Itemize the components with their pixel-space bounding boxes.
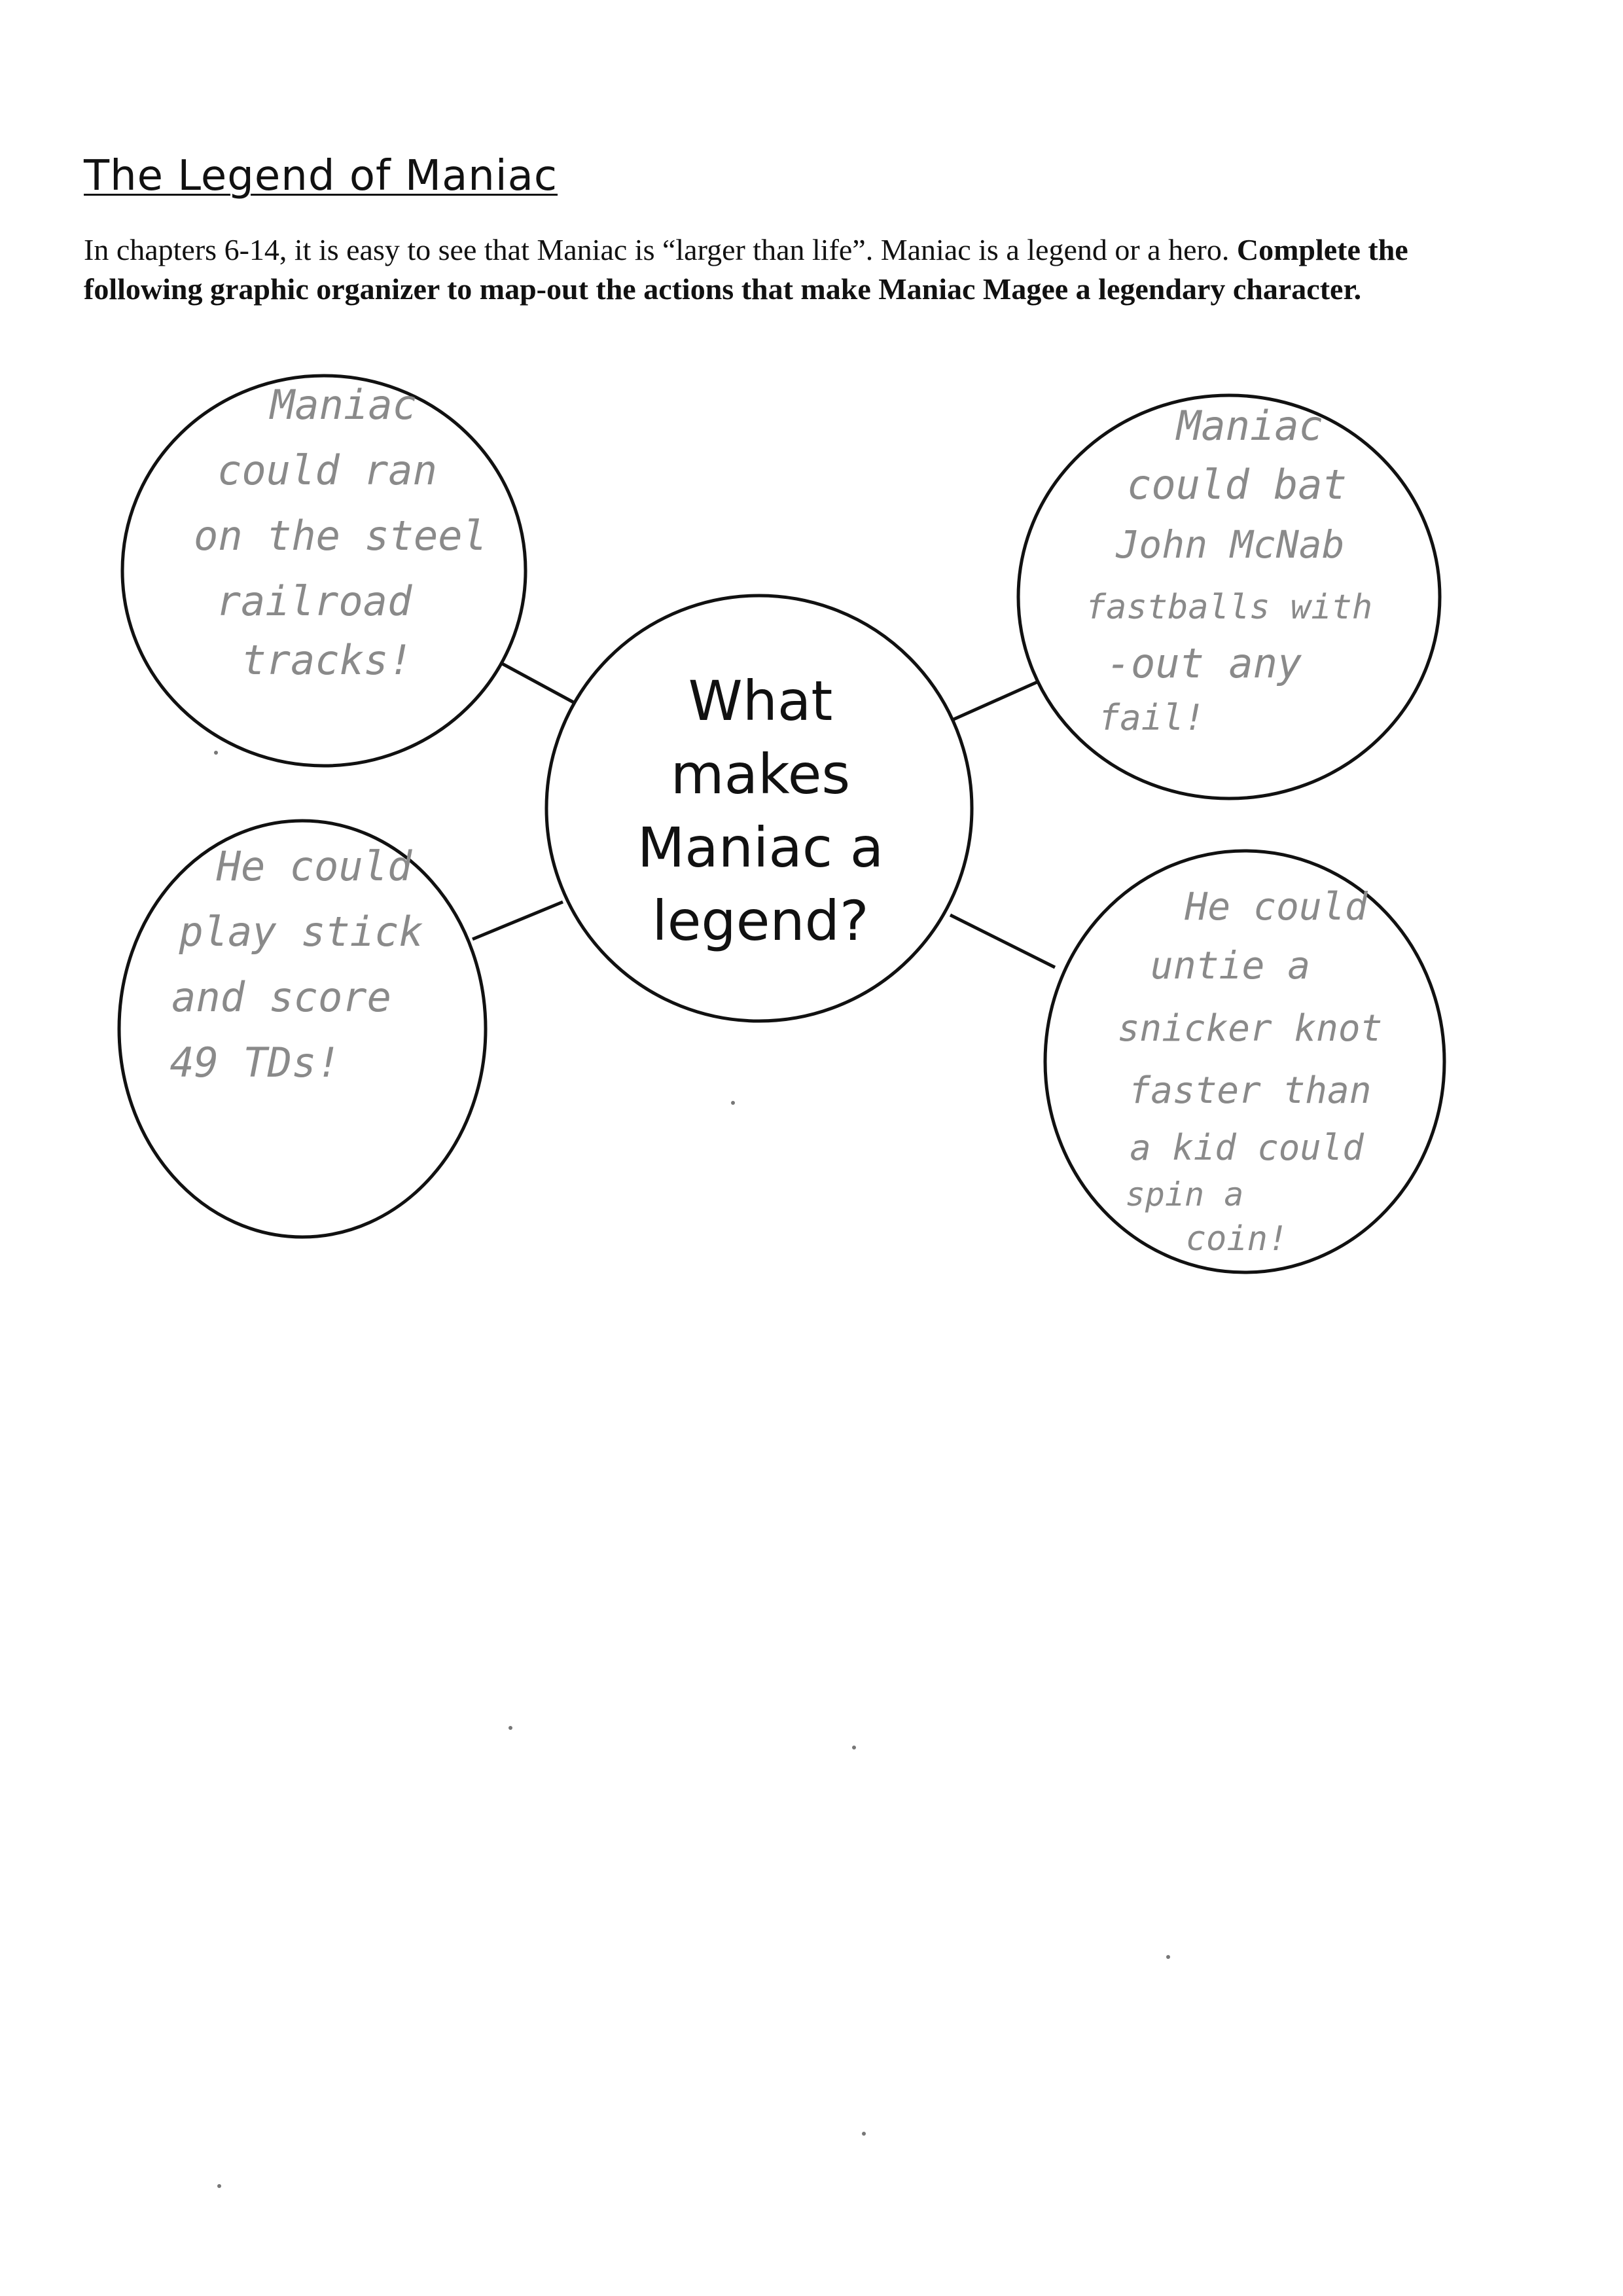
answer-bottom-right-line-5: a kid could (1130, 1127, 1364, 1168)
answer-top-left-line-5: tracks! (241, 636, 412, 684)
answer-bottom-left-line-4: 49 TDs! (169, 1039, 340, 1086)
answer-top-left-line-3: on the steel (194, 512, 487, 560)
instructions: In chapters 6-14, it is easy to see that… (84, 230, 1491, 309)
scan-speck (217, 2184, 221, 2188)
answer-top-right-line-2: could bat (1127, 461, 1347, 509)
answer-bottom-left-line-3: and score (171, 973, 391, 1021)
scan-speck (731, 1101, 735, 1105)
answer-top-left-line-2: could ran (217, 446, 437, 494)
answer-top-right-line-5: -out any (1107, 639, 1302, 687)
answer-bottom-left-line-2: play stick (178, 908, 423, 956)
answer-circle-bottom-left (117, 819, 488, 1239)
answer-bottom-right-line-6: spin a (1126, 1175, 1244, 1213)
center-line-3: Maniac a (637, 816, 883, 880)
instructions-text: In chapters 6-14, it is easy to see that… (84, 233, 1237, 266)
scan-speck (214, 751, 218, 755)
answer-bottom-right-line-4: faster than (1129, 1069, 1372, 1112)
answer-top-right-line-4: fastballs with (1086, 588, 1372, 627)
answer-bottom-right-line-2: untie a (1150, 943, 1310, 988)
connector-bottom-right (949, 913, 1056, 969)
answer-bottom-right-line-7: coin! (1186, 1219, 1289, 1259)
answer-top-right-line-3: John McNab (1115, 522, 1344, 567)
center-line-4: legend? (652, 889, 868, 953)
answer-circle-bottom-right (1043, 849, 1446, 1274)
answer-top-left-line-4: railroad (217, 577, 412, 625)
page-title: The Legend of Maniac (84, 152, 558, 200)
center-circle (544, 594, 974, 1023)
answer-circle-top-right (1016, 393, 1442, 800)
center-line-2: makes (671, 742, 850, 806)
answer-bottom-left-line-1: He could (216, 842, 412, 890)
answer-top-right-line-1: Maniac (1175, 402, 1323, 450)
answer-top-left-line-1: Maniac (269, 381, 417, 429)
scan-speck (508, 1726, 512, 1730)
answer-bottom-right-line-3: snicker knot (1118, 1007, 1383, 1050)
answer-circle-top-left (120, 374, 527, 768)
connector-top-left (496, 659, 577, 706)
scan-speck (1166, 1955, 1170, 1959)
scan-speck (852, 1746, 856, 1749)
instructions-bold-text: Complete the following graphic organizer… (84, 233, 1408, 306)
answer-bottom-right-line-1: He could (1184, 884, 1368, 929)
scan-speck (862, 2132, 866, 2136)
center-line-1: What (688, 669, 833, 733)
connector-top-right (951, 680, 1039, 722)
connector-bottom-left (472, 900, 563, 941)
answer-top-right-line-6: fail! (1099, 697, 1205, 738)
